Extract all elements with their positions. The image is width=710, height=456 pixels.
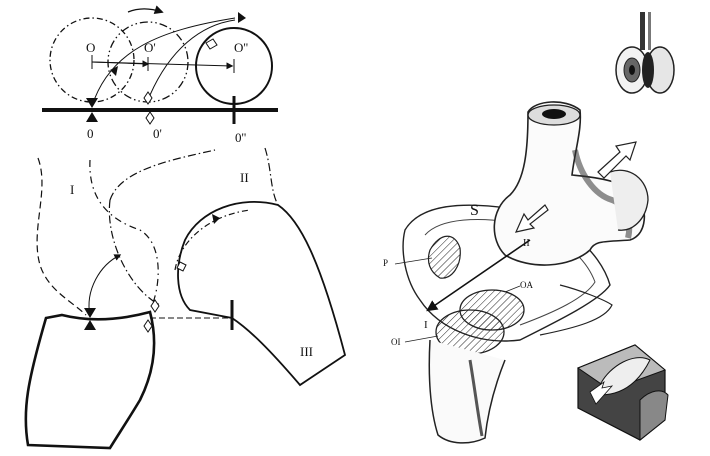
- trajectory-arc-2: [149, 19, 236, 96]
- condyle-arc-arrow: [88, 254, 122, 317]
- meniscus-rim: [539, 284, 613, 336]
- femur-shaft: [493, 101, 646, 266]
- label-contact-0: 0: [87, 126, 94, 141]
- contact-triangle-1: [86, 98, 98, 122]
- oa-leader: [504, 285, 521, 293]
- label-oa: OA: [520, 280, 533, 290]
- diamond-marker-1: [143, 91, 153, 105]
- condyle-marker: [212, 214, 220, 224]
- knee-anatomy-illustration: S II P OA OI I: [383, 12, 675, 444]
- label-region-iii: III: [300, 344, 313, 359]
- shape-iii-inner: [174, 209, 251, 271]
- tibia-shaft: [428, 339, 506, 444]
- outline-i-left: [36, 157, 87, 316]
- shape-iii: [177, 201, 347, 387]
- label-circle-o-prime: O': [144, 40, 156, 55]
- circle-o: [49, 17, 135, 103]
- femur-arrow-up: [597, 141, 637, 179]
- meniscus-outline: [402, 204, 611, 342]
- femur-canal: [542, 109, 566, 119]
- label-i-right: I: [424, 319, 428, 331]
- label-oi: OI: [391, 337, 401, 347]
- label-ii-right: II: [523, 238, 530, 249]
- label-region-ii: II: [240, 170, 249, 185]
- wheel-pair-icon: [615, 12, 675, 94]
- contact-triangle-2: [84, 308, 96, 330]
- condyle-shapes-diagram: I II III: [24, 147, 347, 450]
- femur-arrow-down: [514, 204, 549, 233]
- tibia-shade: [468, 359, 484, 437]
- label-p: P: [383, 258, 388, 268]
- diamond-marker-6: [143, 319, 153, 333]
- posterior-lens: [427, 235, 461, 279]
- outline-ii: [108, 147, 279, 306]
- direction-arrow: [426, 239, 531, 312]
- diamond-marker-2: [145, 111, 155, 125]
- trajectory-arc-1: [91, 17, 236, 107]
- label-region-i: I: [70, 182, 74, 197]
- small-marker: [110, 66, 118, 76]
- oi-leader: [404, 335, 439, 343]
- outline-i-right: [89, 159, 159, 311]
- rotation-arrow: [127, 5, 164, 15]
- label-circle-o-double-prime: O'': [234, 40, 248, 55]
- center-path-mid: [91, 60, 150, 68]
- base-block: [24, 310, 156, 450]
- diamond-marker-3: [205, 38, 218, 50]
- diamond-marker-5: [150, 299, 160, 313]
- lateral-condyle: [609, 169, 649, 231]
- p-leader: [394, 257, 433, 265]
- label-contact-0-prime: 0': [153, 126, 162, 141]
- rolling-circles-diagram: O O' O'' 0 0' 0'': [42, 5, 278, 145]
- label-circle-o: O: [86, 40, 95, 55]
- top-marker: [238, 12, 246, 23]
- inset-block: [576, 344, 669, 442]
- diamond-marker-4: [176, 261, 187, 272]
- label-contact-0-double-prime: 0'': [235, 130, 246, 145]
- label-s: S: [470, 202, 479, 219]
